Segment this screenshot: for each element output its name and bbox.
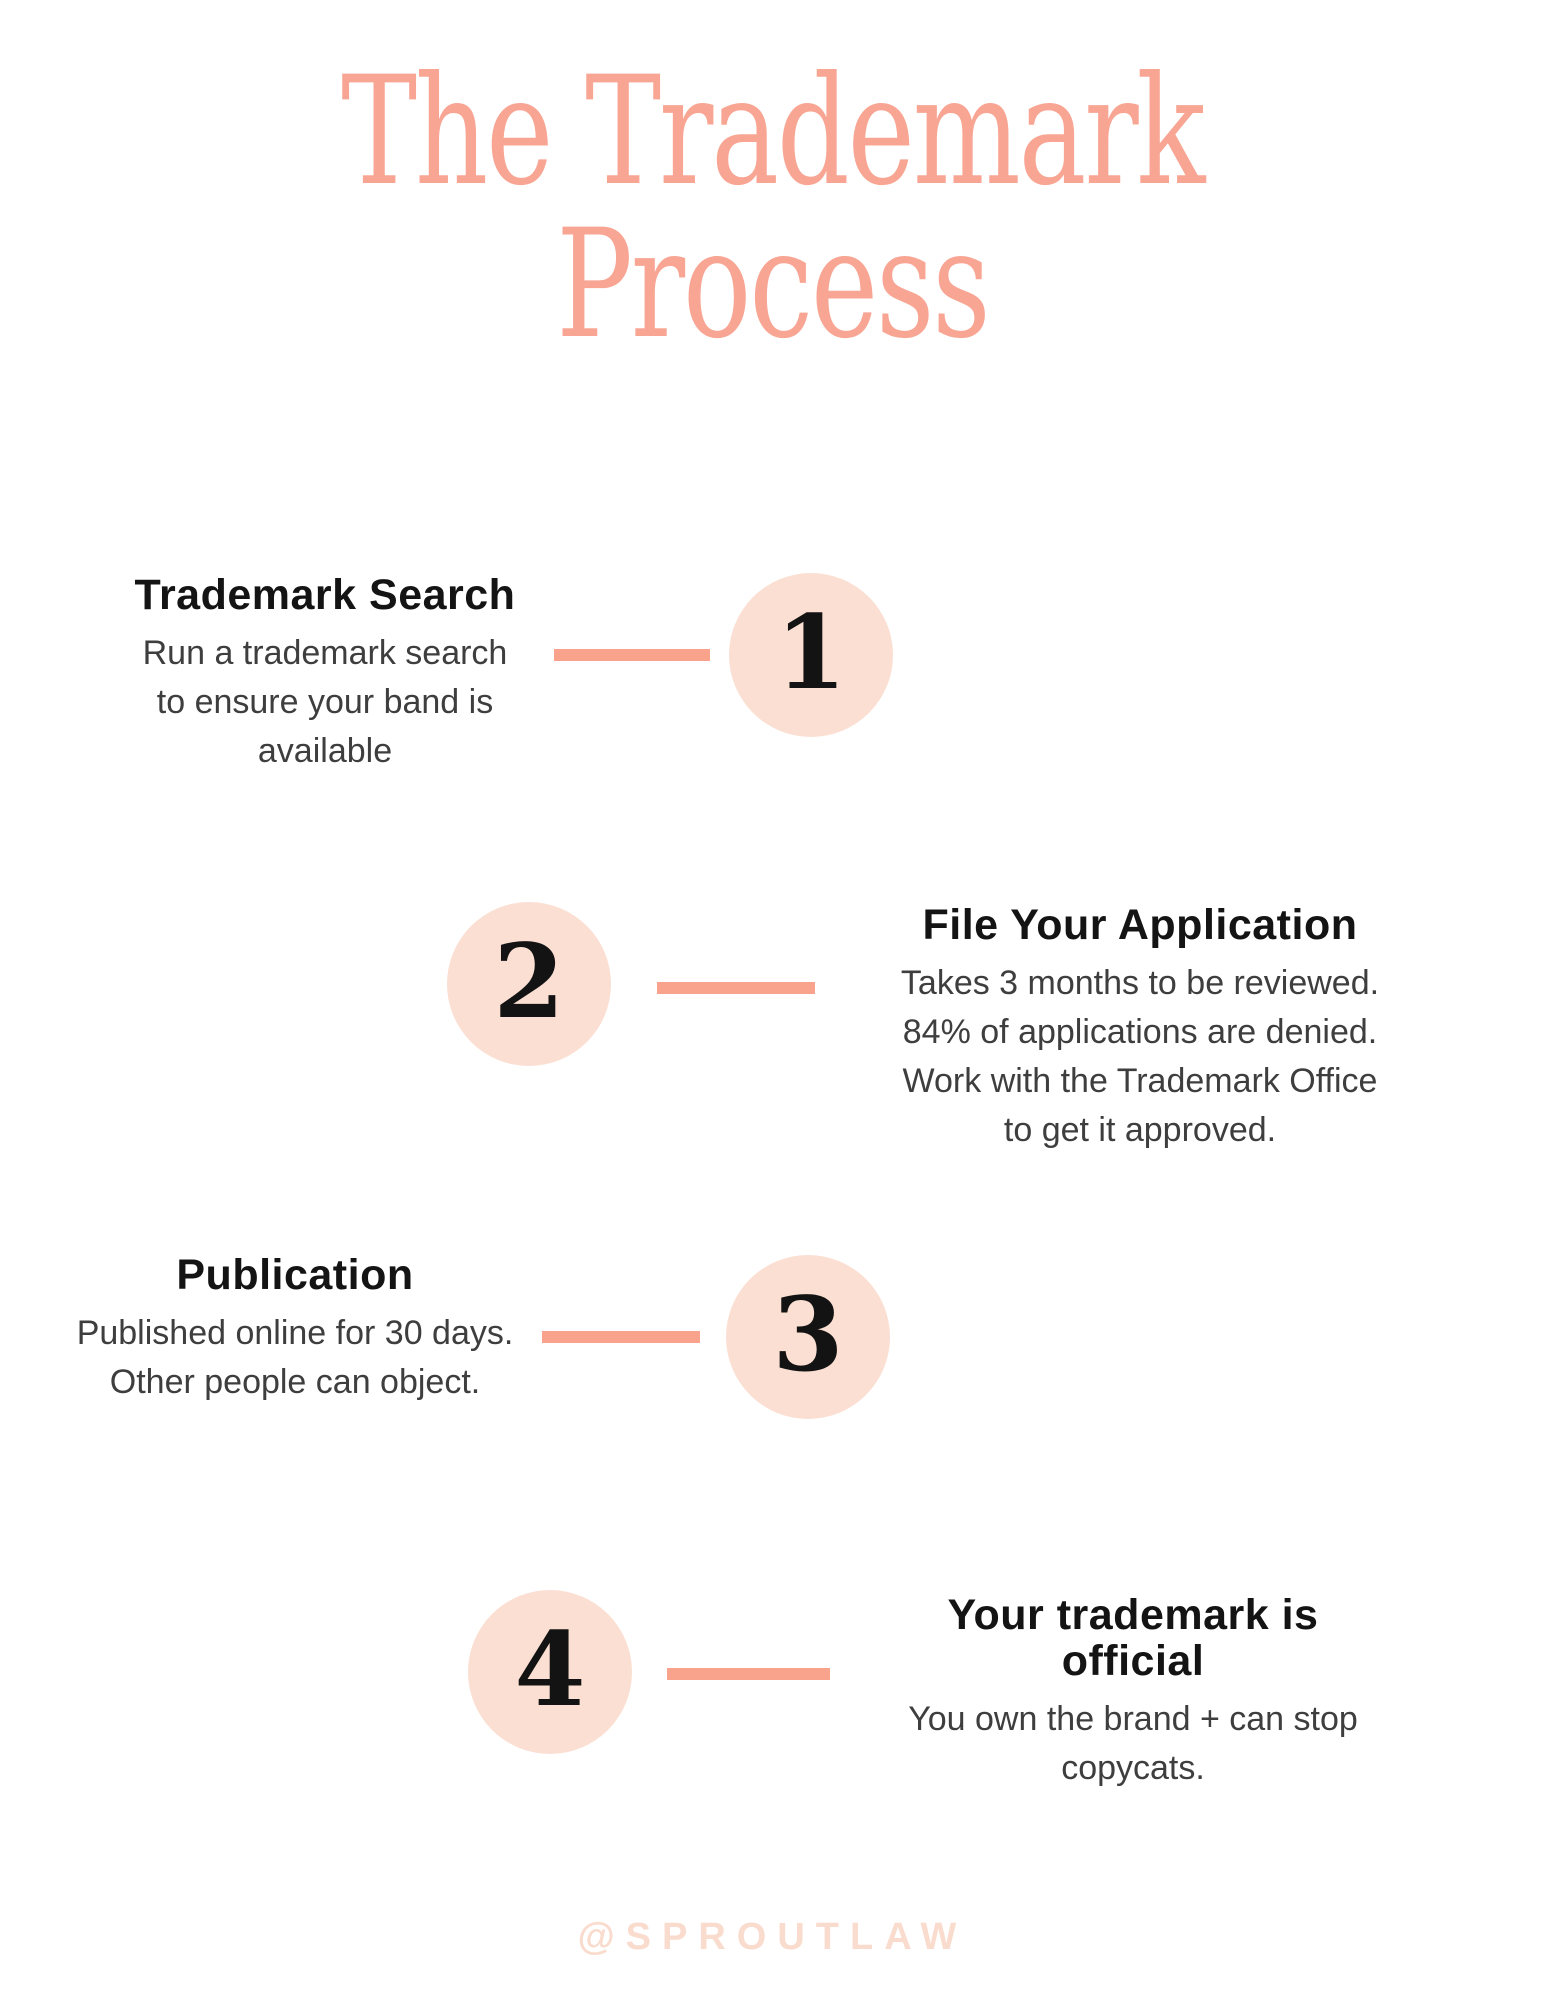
step-1-number: 1 bbox=[775, 593, 847, 713]
step-4-heading: Your trademark is official bbox=[947, 1591, 1319, 1685]
step-2-number: 2 bbox=[493, 922, 565, 1042]
step-1-connector-line bbox=[554, 649, 710, 661]
step-3-text-block: Publication Published online for 30 days… bbox=[40, 1252, 550, 1407]
step-1-description: Run a trademark search to ensure your ba… bbox=[142, 634, 508, 770]
step-4-number: 4 bbox=[514, 1610, 586, 1730]
page-title: The Trademark Process bbox=[0, 56, 1545, 362]
step-3-connector-line bbox=[542, 1331, 700, 1343]
step-2-text-block: File Your Application Takes 3 months to … bbox=[880, 902, 1400, 1155]
step-4-number-badge: 4 bbox=[468, 1590, 632, 1754]
page-title-line2: Process bbox=[556, 198, 990, 372]
step-4-text-block: Your trademark is official You own the b… bbox=[873, 1592, 1393, 1793]
page-title-line1: The Trademark bbox=[341, 45, 1205, 219]
step-2-heading: File Your Application bbox=[922, 901, 1358, 949]
step-3-description: Published online for 30 days. Other peop… bbox=[76, 1314, 514, 1401]
step-3-heading: Publication bbox=[176, 1251, 414, 1299]
step-3-number-badge: 3 bbox=[726, 1255, 890, 1419]
step-1-number-badge: 1 bbox=[729, 573, 893, 737]
step-4-connector-line bbox=[667, 1668, 830, 1680]
step-2-number-badge: 2 bbox=[447, 902, 611, 1066]
step-1-text-block: Trademark Search Run a trademark search … bbox=[60, 572, 590, 776]
step-2-description: Takes 3 months to be reviewed. 84% of ap… bbox=[900, 964, 1380, 1149]
step-3-number: 3 bbox=[772, 1275, 844, 1395]
step-4-description: You own the brand + can stop copycats. bbox=[908, 1700, 1358, 1787]
step-1-heading: Trademark Search bbox=[134, 571, 516, 619]
brand-handle: @SPROUTLAW bbox=[577, 1916, 968, 1958]
step-2-connector-line bbox=[657, 982, 815, 994]
